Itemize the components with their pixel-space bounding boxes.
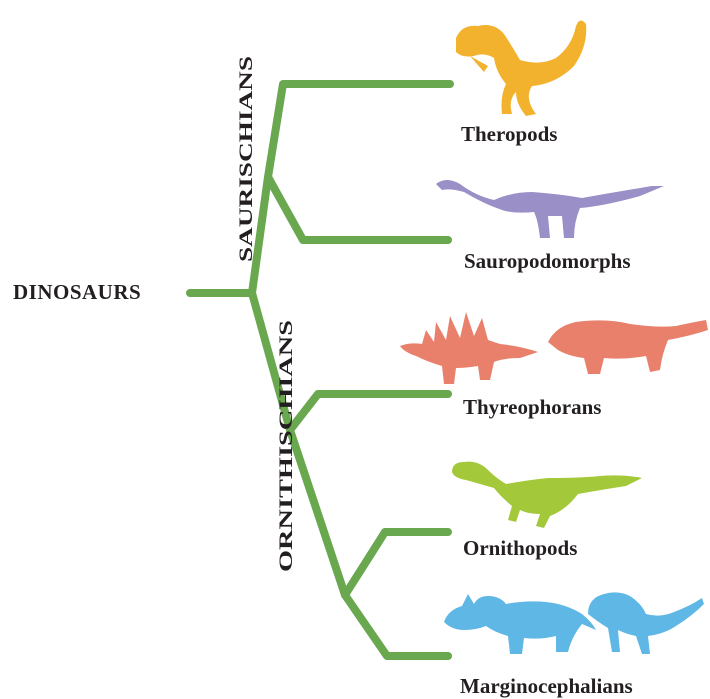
pachycephalosaur-icon (588, 592, 704, 654)
ornithischian-stem (252, 293, 345, 595)
tree-branches (190, 84, 450, 656)
sauropodomorph-branch (268, 177, 448, 240)
thyreophoran-branch (290, 394, 448, 430)
marginocephalian-branch (345, 595, 448, 656)
ornithopod-icon (452, 462, 642, 528)
ceratopsian-icon (444, 594, 596, 654)
clade-label-ornithopods: Ornithopods (463, 536, 577, 560)
theropod-icon (456, 20, 586, 116)
saurischian-stem (252, 84, 450, 293)
ankylosaur-icon (548, 320, 708, 374)
group-label-saurischians: SAURISCHIANS (236, 56, 257, 262)
cerapod-stem (345, 532, 448, 595)
clade-label-theropods: Theropods (461, 122, 557, 146)
stegosaur-icon (400, 312, 538, 384)
root-label: DINOSAURS (13, 280, 141, 304)
group-label-ornithischians: ORNITHISCHIANS (276, 320, 297, 572)
clade-label-thyreophorans: Thyreophorans (463, 395, 601, 419)
clade-label-marginocephalians: Marginocephalians (460, 674, 633, 698)
clade-label-sauropodomorphs: Sauropodomorphs (464, 249, 631, 273)
sauropod-icon (436, 180, 664, 238)
